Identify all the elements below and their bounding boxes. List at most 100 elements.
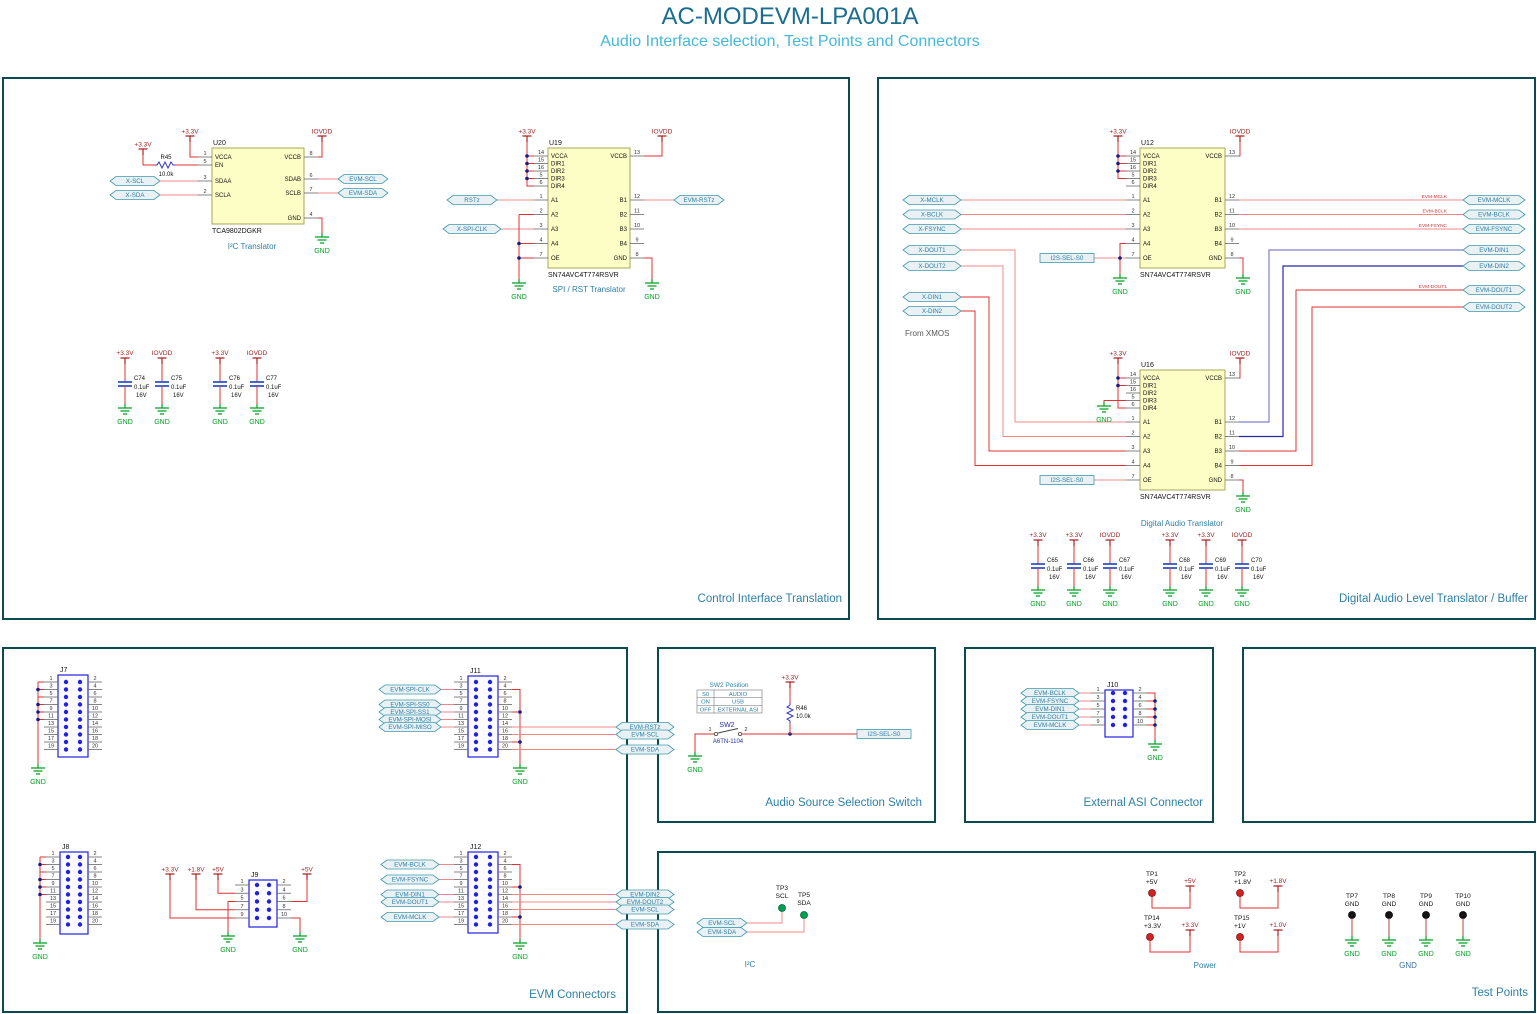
svg-text:2: 2: [744, 727, 747, 733]
svg-text:12: 12: [92, 714, 98, 720]
j7-refdes: J7: [60, 667, 68, 674]
svg-text:5: 5: [539, 173, 542, 179]
power-flag-33v: +3.3V: [181, 129, 199, 143]
net-label-x-scl: X-SCL: [109, 176, 161, 186]
svg-text:16: 16: [92, 904, 98, 910]
gnd-symbol: GND: [314, 232, 330, 255]
svg-text:C75: C75: [171, 376, 183, 382]
svg-text:X-FSYNC: X-FSYNC: [918, 226, 946, 233]
svg-text:1: 1: [459, 851, 462, 857]
svg-text:10: 10: [502, 706, 508, 712]
svg-text:13: 13: [458, 896, 464, 902]
testpoints-power-group: TP1+5V +5V TP2+1.8V +1.8V TP14+3.3V +3.3…: [1144, 871, 1287, 970]
svg-text:EVM-SDA: EVM-SDA: [349, 190, 378, 197]
svg-text:A1: A1: [1143, 420, 1151, 426]
tp5-net: SDA: [797, 900, 811, 907]
svg-text:C70: C70: [1251, 558, 1263, 564]
svg-text:GND: GND: [1147, 755, 1163, 762]
svg-text:+3.3V: +3.3V: [1144, 923, 1162, 930]
testpoints-i2c-group: EVM-SCL EVM-SDA TP3 SCL TP5 SDA I²C: [696, 885, 811, 969]
net-label-evm-dout1: EVM-DOUT1: [1020, 712, 1080, 722]
sw2-refdes: SW2: [719, 722, 734, 729]
svg-text:GND: GND: [288, 216, 302, 222]
svg-text:EVM-DOUT2: EVM-DOUT2: [627, 899, 664, 906]
net-label-evm-sda: EVM-SDA: [615, 919, 675, 930]
svg-text:0.1uF: 0.1uF: [1083, 567, 1099, 573]
svg-text:IOVDD: IOVDD: [1230, 129, 1251, 136]
svg-text:B2: B2: [620, 213, 628, 219]
svg-text:11: 11: [458, 889, 464, 895]
svg-text:GND: GND: [1198, 601, 1214, 608]
svg-text:9: 9: [459, 706, 462, 712]
svg-text:EVM-DIN1: EVM-DIN1: [1035, 706, 1065, 713]
svg-text:16V: 16V: [231, 393, 242, 399]
net-label-evm-rstz: EVM-RSTz: [615, 722, 675, 732]
svg-text:C74: C74: [134, 376, 146, 382]
svg-text:TP1: TP1: [1146, 871, 1158, 878]
section-label-control: Control Interface Translation: [698, 593, 842, 605]
tp14: TP14+3.3V +3.3V: [1144, 915, 1199, 953]
svg-text:EVM-RSTz: EVM-RSTz: [684, 197, 715, 204]
svg-text:SCLB: SCLB: [285, 191, 301, 197]
sw2-position-title: SW2 Position: [709, 682, 748, 689]
power-flag-iovdd: IOVDD: [1230, 129, 1251, 143]
svg-text:A4: A4: [1143, 242, 1151, 248]
net-label-evm-bclk: EVM-BCLK: [380, 859, 440, 870]
svg-text:12: 12: [502, 714, 508, 720]
svg-text:A1: A1: [551, 198, 559, 204]
svg-text:10: 10: [1137, 719, 1143, 725]
net-label-evm-mclk: EVM-MCLK: [1462, 195, 1526, 205]
net-label-x-sda: X-SDA: [109, 190, 161, 200]
svg-text:X-MCLK: X-MCLK: [920, 197, 944, 204]
j9-refdes: J9: [251, 872, 259, 879]
svg-text:0.1uF: 0.1uF: [1179, 567, 1195, 573]
net-label-x-din1: X-DIN1: [902, 292, 962, 302]
svg-text:EVM-SPI-CLK: EVM-SPI-CLK: [390, 687, 430, 694]
net-label-evm-mclk: EVM-MCLK: [1020, 720, 1080, 730]
r46-value: 10.0k: [796, 714, 812, 720]
svg-text:10: 10: [1229, 223, 1235, 229]
svg-text:6: 6: [93, 866, 96, 872]
u20-part: TCA9802DGKR: [212, 228, 262, 235]
page-title: AC-MODEVM-LPA001A: [662, 3, 919, 30]
svg-text:9: 9: [240, 912, 243, 918]
svg-text:0.1uF: 0.1uF: [171, 385, 187, 391]
svg-text:7: 7: [1096, 711, 1099, 717]
svg-text:DIR3: DIR3: [551, 177, 565, 183]
net-label-evm-bclk: EVM-BCLK: [1020, 688, 1080, 698]
u12-refdes: U12: [1141, 140, 1154, 147]
svg-text:4: 4: [93, 684, 96, 690]
svg-text:4: 4: [503, 684, 506, 690]
svg-text:X-DOUT2: X-DOUT2: [918, 263, 946, 270]
svg-text:DIR3: DIR3: [1143, 177, 1157, 183]
net-label-evm-scl: EVM-SCL: [615, 729, 675, 740]
svg-text:IOVDD: IOVDD: [1100, 532, 1121, 539]
svg-text:EVM-SPI-SS0: EVM-SPI-SS0: [390, 702, 430, 709]
svg-text:+3.3V: +3.3V: [211, 350, 229, 357]
svg-text:A4: A4: [1143, 464, 1151, 470]
svg-text:A3: A3: [1143, 227, 1151, 233]
svg-text:EN: EN: [215, 163, 223, 169]
svg-text:18: 18: [92, 736, 98, 742]
svg-text:B2: B2: [1215, 213, 1223, 219]
svg-text:19: 19: [50, 919, 56, 925]
svg-text:+3.3V: +3.3V: [1197, 532, 1215, 539]
box-control-interface: [2, 77, 850, 620]
svg-text:9: 9: [1230, 460, 1233, 466]
svg-text:GND: GND: [1456, 901, 1471, 908]
svg-text:5: 5: [459, 866, 462, 872]
gnd-group-caption: GND: [1399, 961, 1417, 970]
svg-text:A2: A2: [1143, 213, 1151, 219]
svg-text:GND: GND: [154, 419, 170, 426]
box-evm-connectors: [2, 647, 628, 1013]
svg-text:VCCA: VCCA: [1143, 154, 1160, 160]
power-caption: Power: [1194, 961, 1217, 970]
power-flag-iovdd: IOVDD: [652, 129, 673, 143]
